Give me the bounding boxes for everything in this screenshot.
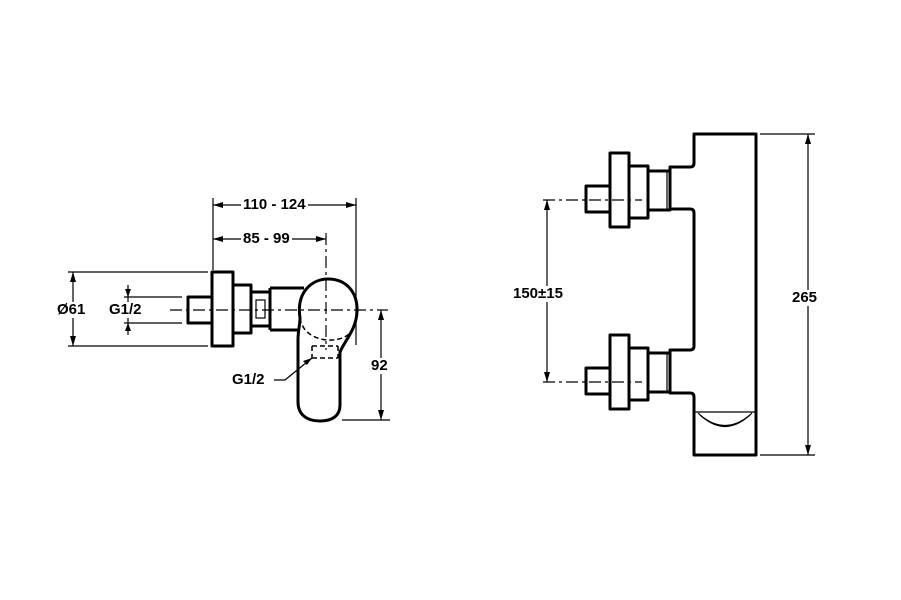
- lever-handle: [296, 277, 359, 423]
- dimension-flange-diameter: Ø61: [55, 301, 88, 318]
- body: [268, 286, 304, 332]
- front-view-outline: [584, 132, 758, 457]
- dimension-outlet-thread: G1/2: [232, 371, 265, 388]
- collar: [231, 283, 253, 335]
- side-view-outline: [186, 270, 359, 423]
- nut: [249, 290, 272, 328]
- thermostat-body: [668, 132, 758, 457]
- dimension-inlet-spacing: 150±15: [511, 285, 565, 302]
- front-view-dimensions: [543, 133, 815, 456]
- dimension-outlet-height: 92: [369, 357, 390, 374]
- side-view-dimensions: [68, 198, 390, 421]
- upper-inlet: [584, 151, 672, 229]
- hidden-outlet: [311, 345, 339, 359]
- dimension-handle-depth: 85 - 99: [241, 230, 292, 247]
- lower-inlet: [584, 333, 672, 411]
- dimension-inlet-thread: G1/2: [107, 301, 144, 318]
- hidden-arc: [299, 317, 353, 341]
- wall-flange: [210, 270, 235, 348]
- dimension-overall-depth: 110 - 124: [241, 196, 308, 213]
- dimension-overall-height: 265: [790, 289, 820, 306]
